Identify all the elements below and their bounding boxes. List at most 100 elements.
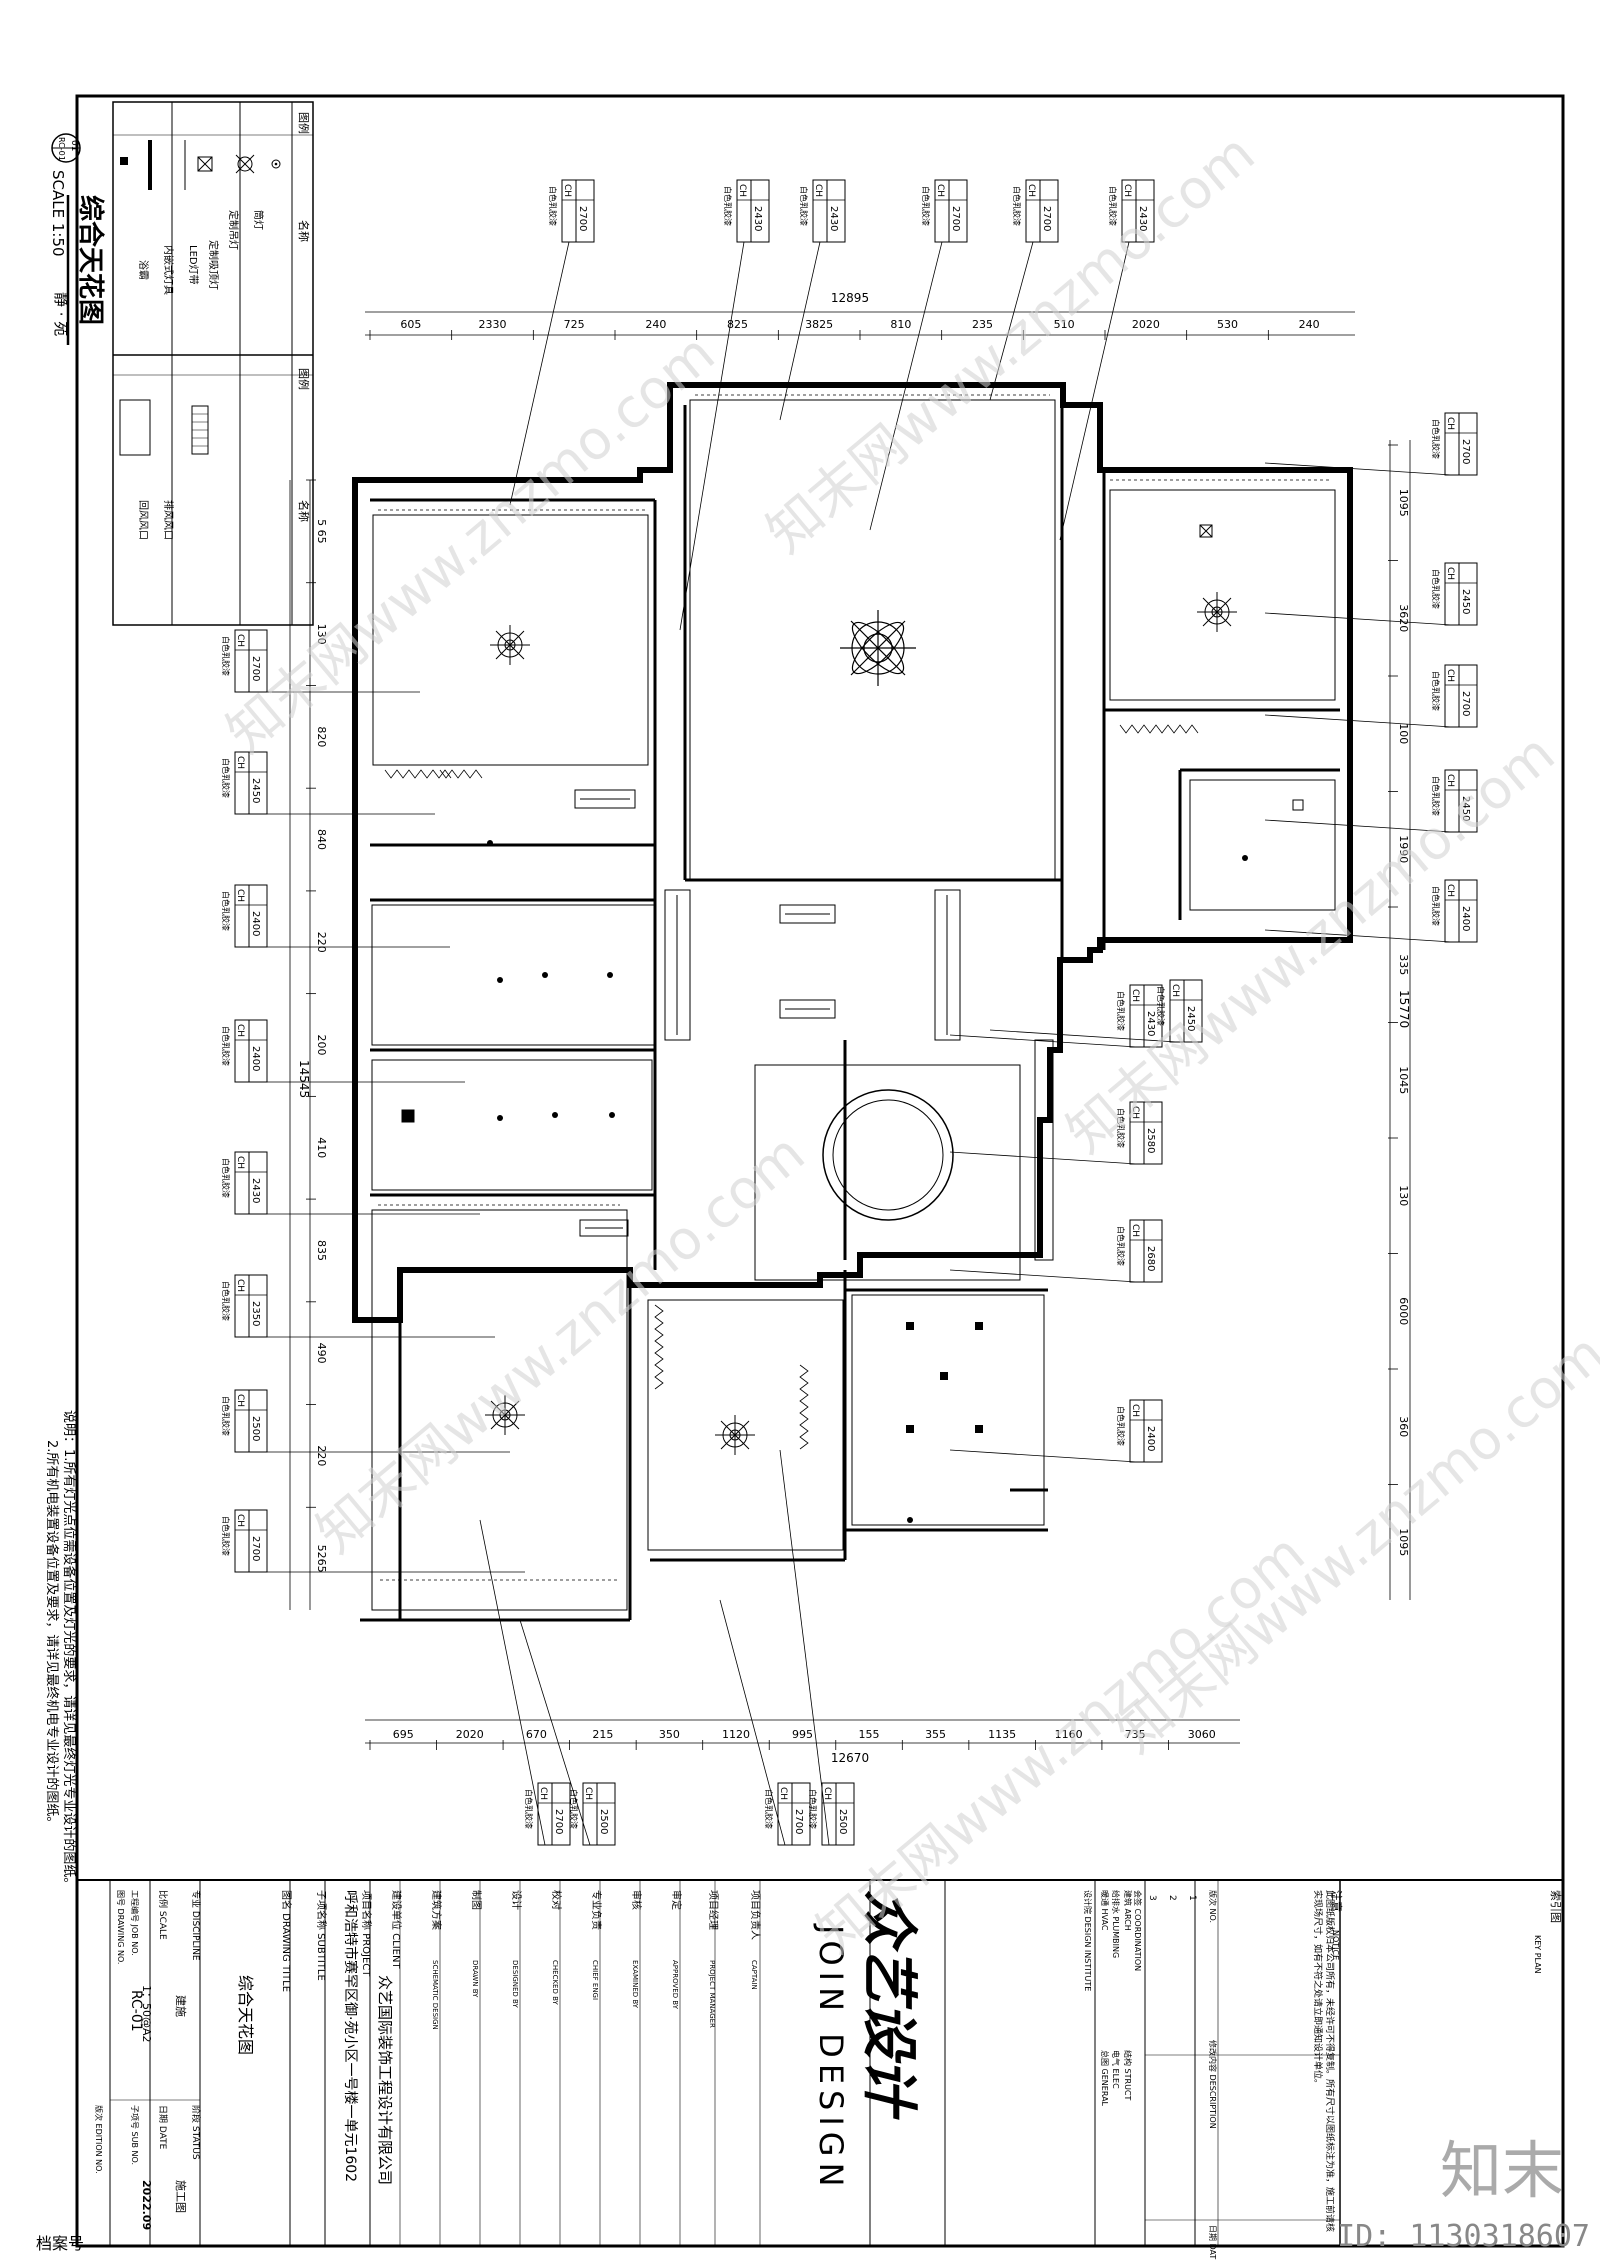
dimension-label: 235 [972, 318, 993, 331]
notice-text: 此图纸版权归本公司所有，未经许可不得复制。所有尺寸以图纸标注为准，施工前请核实现… [1312, 1890, 1334, 2233]
legend-item-label: 筒灯 [252, 210, 265, 230]
ceiling-tag-material: 白色乳胶漆 [524, 1789, 534, 1829]
ceiling-height-tag: CH 2500 白色乳胶漆 [519, 1619, 616, 1846]
ceiling-tag-material: 白色乳胶漆 [1116, 991, 1126, 1031]
ceiling-tag-height: 2450 [1460, 796, 1471, 821]
ceiling-tag-code: CH [1130, 1404, 1140, 1417]
ceiling-tag-material: 白色乳胶漆 [1116, 1108, 1126, 1148]
role-label: 设计 [510, 1890, 523, 1910]
drawing-title: 综合天花图 [75, 195, 106, 325]
ceiling-tag-height: 2680 [1145, 1246, 1156, 1271]
ceiling-tag-height: 2450 [1185, 1006, 1196, 1031]
notice-label: 注意 [1330, 1890, 1344, 1912]
ceiling-tag-code: CH [235, 1024, 245, 1037]
legend-header-right: 名称 [297, 220, 311, 242]
bath-heater-icon [120, 157, 128, 165]
dimension-label: 810 [890, 318, 911, 331]
downlight-icon [487, 840, 1248, 1523]
role-label-en: CHIEF ENGI [591, 1960, 599, 2000]
ceiling-tag-height: 2500 [598, 1809, 609, 1834]
archive-label: 档案号 [36, 2234, 85, 2253]
ceiling-tag-height: 2450 [1460, 589, 1471, 614]
dimension-label: 100 [1397, 723, 1410, 744]
title-block-text: 索引图 KEY PLAN 注意 NOTICE 此图纸版权归本公司所有，未经许可不… [94, 1890, 1563, 2264]
consultant: 暖通 HVAC [1100, 1890, 1110, 1931]
dimension-label: 820 [315, 726, 328, 747]
discipline-value: 建施 [174, 1995, 188, 2017]
ceiling-tag-code: CH [583, 1787, 593, 1800]
legend-header-left: 图例 [297, 112, 311, 134]
dimension-label: 240 [1299, 318, 1320, 331]
ceiling-tag-material: 白色乳胶漆 [1431, 886, 1441, 926]
revision-header-no: 版次 NO. [1208, 1890, 1218, 1923]
ceiling-tag-material: 白色乳胶漆 [1431, 671, 1441, 711]
legend-item-label: LED灯带 [187, 245, 199, 285]
chandelier-icon [1197, 592, 1237, 632]
ceiling-lamp-icon [401, 524, 1304, 1123]
drawing-number-top: 01 [69, 140, 79, 151]
drawing-tag: 静 · 苑 [52, 292, 70, 336]
ceiling-tag-height: 2430 [1145, 1011, 1156, 1036]
led-strip [378, 394, 1330, 1581]
ceiling-lamp-icon [197, 156, 213, 172]
legend-item-label: 浴霸 [137, 260, 149, 280]
recessed-icon [906, 1322, 983, 1433]
ceiling-tag-material: 白色乳胶漆 [1431, 419, 1441, 459]
project-label: 项目名称 PROJECT [360, 1890, 373, 1977]
dimension-label: 220 [315, 1445, 328, 1466]
linear-fixtures [574, 789, 1054, 1261]
status-value: 施工图 [174, 2180, 187, 2213]
join-design-logo: 众艺设计 [856, 1890, 921, 2120]
dimension-label: 1045 [1397, 1066, 1410, 1094]
dimension-label: 670 [526, 1728, 547, 1741]
ceiling-tag-height: 2700 [950, 206, 961, 231]
title-block [109, 1880, 1341, 2246]
ceiling-tag-height: 2700 [793, 1809, 804, 1834]
ceiling-tag-height: 2430 [752, 206, 763, 231]
ceiling-tag-material: 白色乳胶漆 [221, 636, 231, 676]
ceiling-tag-height: 2700 [1460, 439, 1471, 464]
dimension-label: 3060 [1188, 1728, 1216, 1741]
dimension-label: 995 [792, 1728, 813, 1741]
dimension-label: 350 [659, 1728, 680, 1741]
ceiling-tag-code: CH [235, 889, 245, 902]
revision-row: 2 [1167, 1895, 1177, 1901]
role-label-en: SCHEMATIC DESIGN [431, 1960, 439, 2030]
chandelier-icon [485, 1395, 525, 1435]
dimension-label: 1095 [1397, 1528, 1410, 1556]
ceiling-tag-height: 2400 [1460, 906, 1471, 931]
ceiling-tag-material: 白色乳胶漆 [1012, 186, 1022, 226]
ceiling-tag-height: 2400 [1145, 1426, 1156, 1451]
dimension-total-right: 15770 [1397, 990, 1411, 1028]
ceiling-tag-code: CH [538, 1787, 548, 1800]
ceiling-tag-code: CH [1130, 1224, 1140, 1237]
notice-label-en: NOTICE [1331, 1930, 1340, 1960]
ceiling-tag-height: 2500 [837, 1809, 848, 1834]
legend-header-right: 名称 [297, 500, 311, 522]
dimension-total-top: 12895 [831, 291, 869, 305]
ceiling-tag-height: 2430 [250, 1178, 261, 1203]
drawing-number-value: RC-01 [128, 1990, 144, 2032]
dimension-label: 725 [564, 318, 585, 331]
client-label: 建设单位 CLIENT [390, 1890, 403, 1969]
role-label-en: EXAMINED BY [631, 1960, 639, 2009]
dimension-label: 335 [1397, 954, 1410, 975]
ceiling-tag-material: 白色乳胶漆 [1108, 186, 1118, 226]
dimension-label: 130 [315, 624, 328, 645]
role-label-en: APPROVED BY [671, 1960, 679, 2010]
key-plan-label: 索引图 [1549, 1890, 1563, 1923]
drawing-title-badge: 01 RC-01 综合天花图 SCALE 1:50 静 · 苑 [49, 133, 106, 345]
return-air-icon [191, 405, 209, 455]
logo-text: JOIN DESIGN [812, 1923, 850, 2193]
dimension-label: 1990 [1397, 835, 1410, 863]
